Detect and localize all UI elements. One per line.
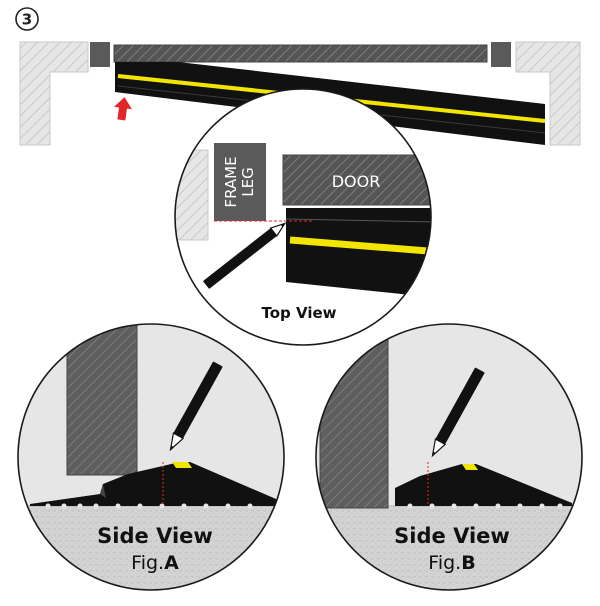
yellow-strip-side [462,464,478,470]
frame-leg-right [491,42,511,67]
frame-leg-block [214,143,266,221]
threshold-yellow-stripe-closeup [289,236,431,256]
door-slab [113,44,488,63]
fig-letter-a: A [164,552,179,574]
side-view-a-callout: Side View Fig.A [17,323,285,591]
threshold-profile [395,464,572,506]
fig-prefix-b: Fig. [428,552,461,574]
step-number: 3 [22,11,32,29]
frame-leg-left [90,42,110,67]
right-wall [515,41,581,146]
frame-leg-side [319,324,389,509]
top-view-caption: Top View [261,304,336,322]
left-wall [19,41,89,146]
frame-leg-label-line1: FRAME [222,156,240,207]
pencil-icon [431,367,485,458]
threshold-closeup [286,208,431,298]
pencil-icon [169,361,223,452]
frame-leg-side [66,324,138,476]
side-view-b-title: Side View [394,524,510,548]
step-number-badge: 3 [15,7,39,31]
fig-letter-b: B [461,552,475,574]
side-view-a-title: Side View [97,524,213,548]
fig-prefix-a: Fig. [131,552,164,574]
up-arrow-icon [114,97,132,121]
side-view-b-callout: Side View Fig.B [315,323,583,591]
wall-section [175,149,209,241]
door-block [282,154,431,206]
door-label: DOOR [332,172,381,191]
side-view-b-fig: Fig.B [428,552,475,574]
yellow-strip-side [172,462,192,468]
side-view-a-fig: Fig.A [131,552,179,574]
frame-leg-label-line2: LEG [239,167,257,196]
pencil-icon [203,222,287,289]
threshold-profile [30,462,283,506]
top-view-callout: FRAME LEG DOOR Top View [174,88,432,346]
